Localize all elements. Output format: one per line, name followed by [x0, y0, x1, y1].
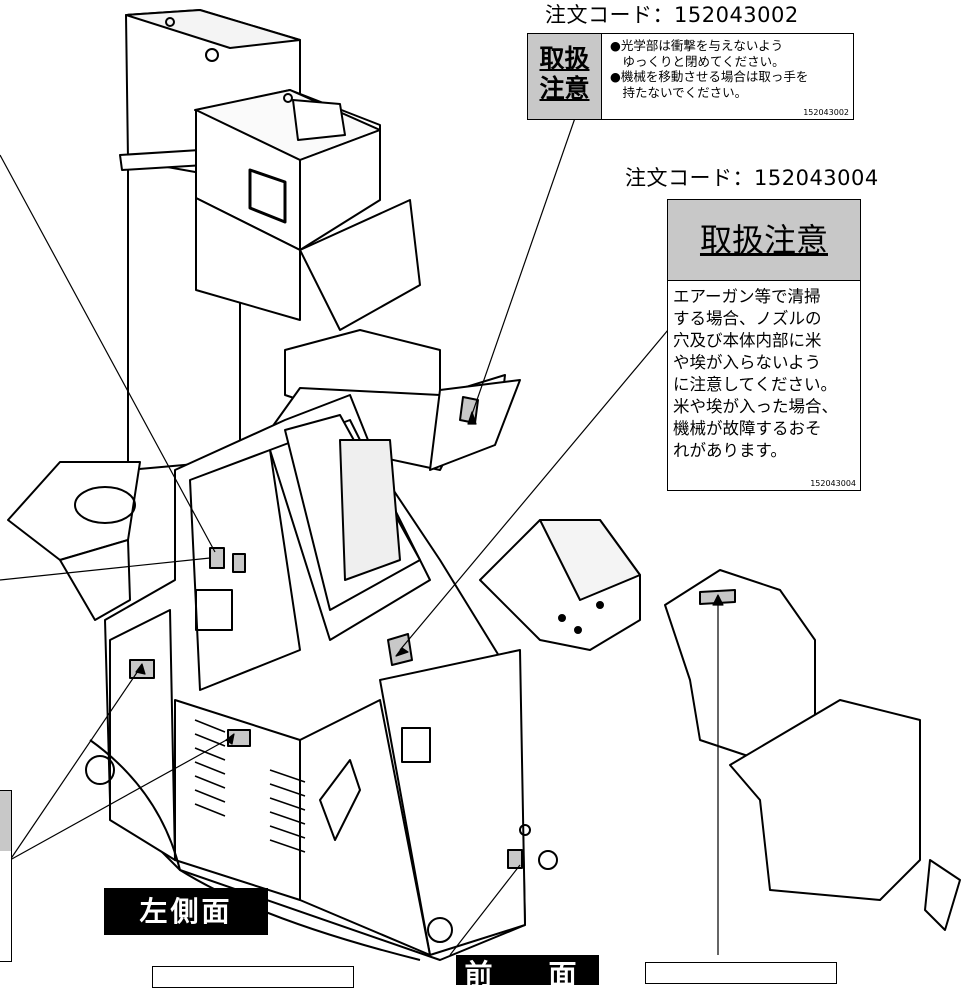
caution-heading: 取扱注意 [668, 200, 860, 281]
optical-housing [194, 89, 421, 331]
caution-line: 穴及び本体内部に米 [673, 331, 822, 350]
order-code-right: 注文コード：152043004 [625, 166, 879, 190]
caution-heading-line2: 注意 [539, 74, 590, 103]
view-label-front: 前 面 [456, 955, 599, 991]
side-tray [7, 461, 141, 621]
caution-heading: 取扱 注意 [528, 34, 602, 119]
caution-label-large: 取扱注意 エアーガン等で清掃 する場合、ノズルの 穴及び本体内部に米 や埃が入ら… [667, 199, 861, 491]
order-code-top: 注文コード：152043002 [545, 3, 799, 27]
caution-line: する場合、ノズルの [673, 309, 822, 328]
caution-line: ●機械を移動させる場合は取っ手を [610, 69, 809, 84]
caution-line: エアーガン等で清掃 [673, 287, 821, 306]
leader-lines [0, 117, 724, 956]
caution-line: ゆっくりと閉めてください。 [610, 53, 785, 69]
caution-line: に注意してください。 [673, 375, 838, 394]
view-label-left-side: 左側面 [104, 888, 268, 935]
caution-heading-line1: 取扱 [539, 44, 590, 73]
vent-slots [194, 719, 306, 853]
label-box-partial-bottom-left [152, 966, 354, 988]
caution-line: 持たないでください。 [610, 84, 748, 100]
main-body [85, 394, 558, 961]
detached-part-2 [664, 569, 961, 931]
caution-text: エアーガン等で清掃 する場合、ノズルの 穴及び本体内部に米 や埃が入らないよう … [673, 286, 838, 462]
caution-label-small: 取扱 注意 ●光学部は衝撃を与えないよう ゆっくりと閉めてください。 ●機械を移… [527, 33, 854, 120]
detached-part-1 [479, 519, 641, 651]
caution-line: ●光学部は衝撃を与えないよう [610, 38, 784, 53]
caution-line: 米や埃が入った場合、 [673, 397, 838, 416]
caution-text: ●光学部は衝撃を与えないよう ゆっくりと閉めてください。 ●機械を移動させる場合… [610, 38, 808, 100]
caution-line: や埃が入らないよう [673, 353, 822, 372]
label-box-partial-bottom-right [645, 962, 837, 984]
label-code: 152043002 [803, 108, 849, 117]
caution-heading-text: 取扱注意 [699, 221, 828, 259]
caution-line: れがあります。 [673, 441, 787, 460]
label-box-partial-left [0, 790, 12, 962]
label-code: 152043004 [810, 479, 856, 488]
caution-line: 機械が故障するおそ [673, 419, 822, 438]
